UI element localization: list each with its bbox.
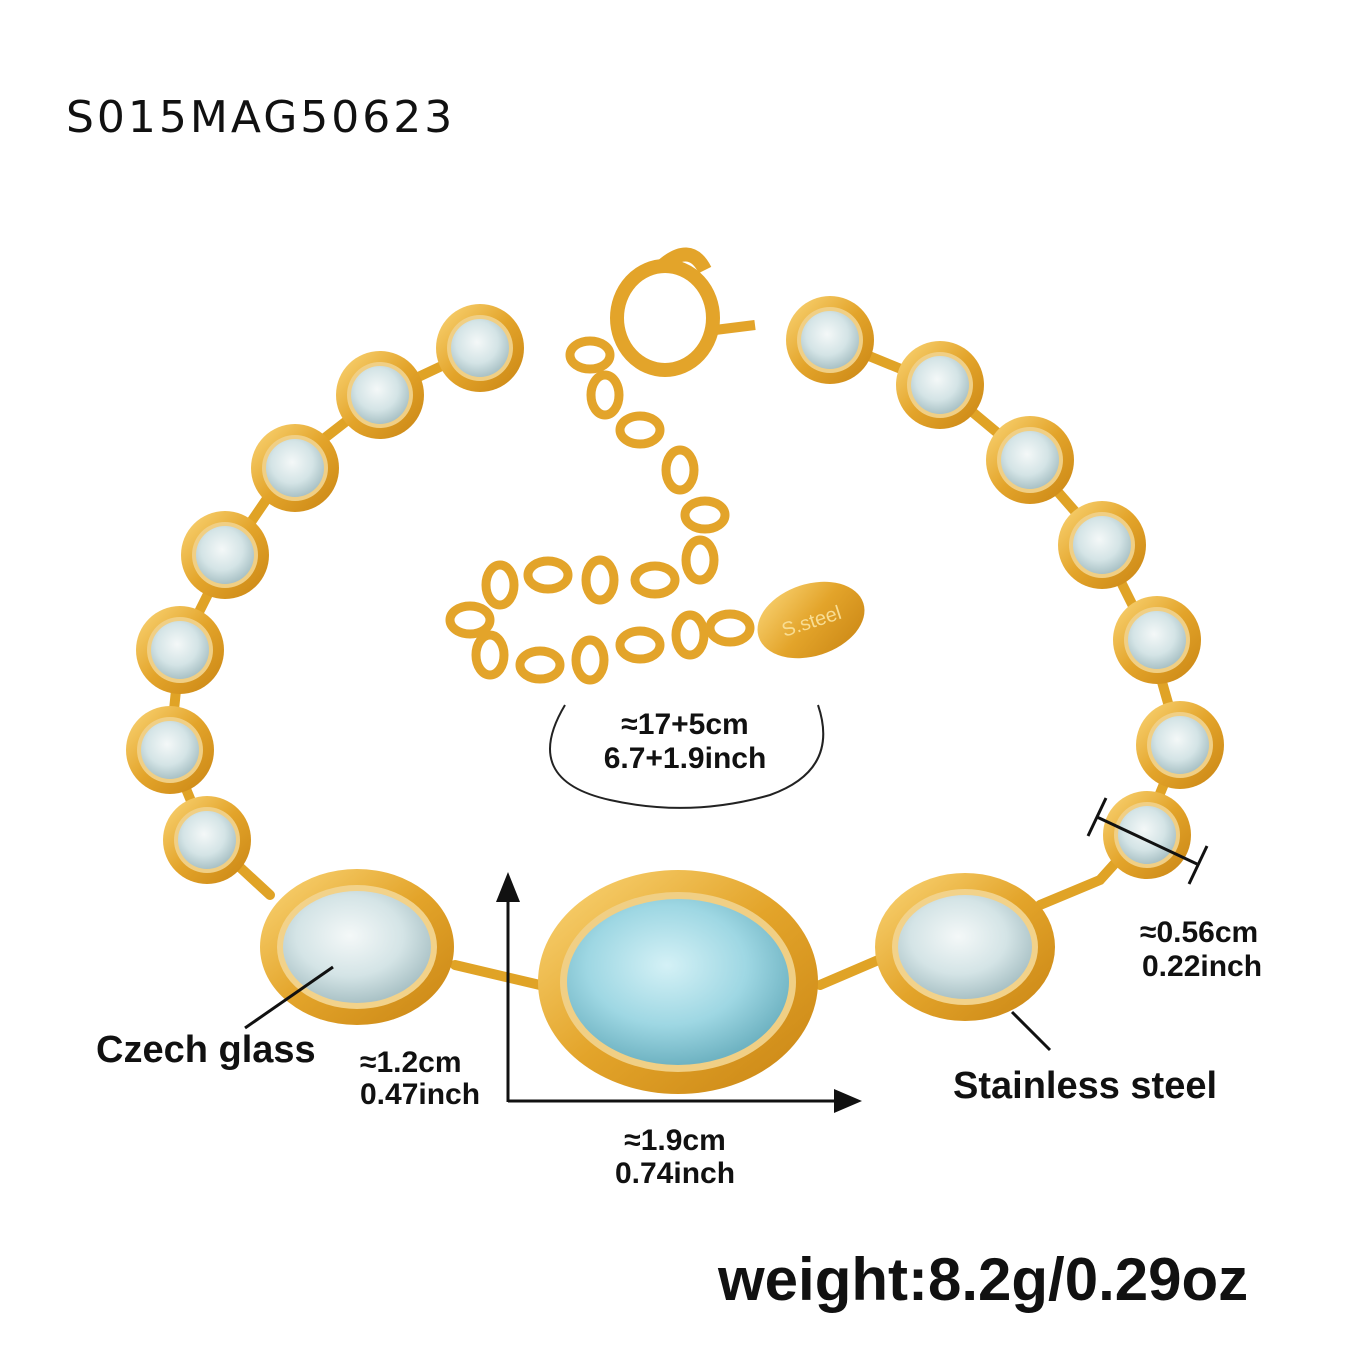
length-cm-label: ≈17+5cm	[621, 708, 749, 741]
chain-link	[481, 560, 519, 610]
lobster-clasp	[610, 247, 756, 377]
chain-link	[680, 496, 730, 534]
round-stone	[1103, 791, 1191, 879]
chain-link	[671, 610, 709, 660]
chain-link	[705, 609, 755, 647]
round-stone	[436, 304, 524, 392]
chain-link	[615, 626, 665, 664]
oval-stone-left	[260, 869, 454, 1025]
length-arc	[549, 704, 825, 809]
oval-width-inch-label: 0.74inch	[614, 1157, 736, 1190]
round-stone	[786, 296, 874, 384]
chain-link	[586, 370, 624, 420]
steel-leader-line	[1010, 1010, 1052, 1052]
round-stone	[1136, 701, 1224, 789]
extension-chain	[445, 336, 755, 685]
chain-link	[471, 630, 509, 680]
chain-link	[681, 535, 719, 585]
oval-height-inch-label: 0.47inch	[360, 1078, 481, 1111]
length-inch-label: 6.7+1.9inch	[603, 742, 767, 775]
round-stone	[986, 416, 1074, 504]
oval-stone-center	[538, 870, 818, 1094]
chain-link	[661, 445, 699, 495]
czech-glass-label: Czech glass	[96, 1029, 316, 1071]
round-stone	[1058, 501, 1146, 589]
oval-width-cm-label: ≈1.9cm	[624, 1124, 726, 1157]
round-stone	[251, 424, 339, 512]
round-stone	[896, 341, 984, 429]
round-stone	[126, 706, 214, 794]
small-stone-size-marker	[1086, 797, 1209, 885]
chain-link	[630, 561, 680, 599]
round-stone	[136, 606, 224, 694]
product-sku: S015MAG50623	[66, 92, 456, 143]
chain-link	[565, 336, 615, 374]
chain-link	[571, 635, 609, 685]
stone-size-inch-label: 0.22inch	[1142, 950, 1263, 983]
width-arrow	[508, 1089, 862, 1113]
round-stone	[163, 796, 251, 884]
height-arrow	[496, 872, 520, 1102]
chain-link	[581, 555, 619, 605]
stainless-steel-label: Stainless steel	[953, 1065, 1218, 1107]
chain-link	[523, 556, 573, 594]
oval-stone-right	[875, 873, 1055, 1021]
oval-height-cm-label: ≈1.2cm	[360, 1046, 462, 1079]
round-stone	[181, 511, 269, 599]
brand-tag: S.steel	[757, 581, 865, 659]
glass-leader-line	[244, 965, 334, 1030]
small-stones	[126, 296, 1224, 884]
stone-size-cm-label: ≈0.56cm	[1140, 916, 1259, 949]
chain-link	[445, 601, 495, 639]
round-stone	[1113, 596, 1201, 684]
round-stone	[336, 351, 424, 439]
chain-link	[615, 411, 665, 449]
chain-link	[515, 646, 565, 684]
product-weight: weight:8.2g/0.29oz	[718, 1246, 1249, 1313]
